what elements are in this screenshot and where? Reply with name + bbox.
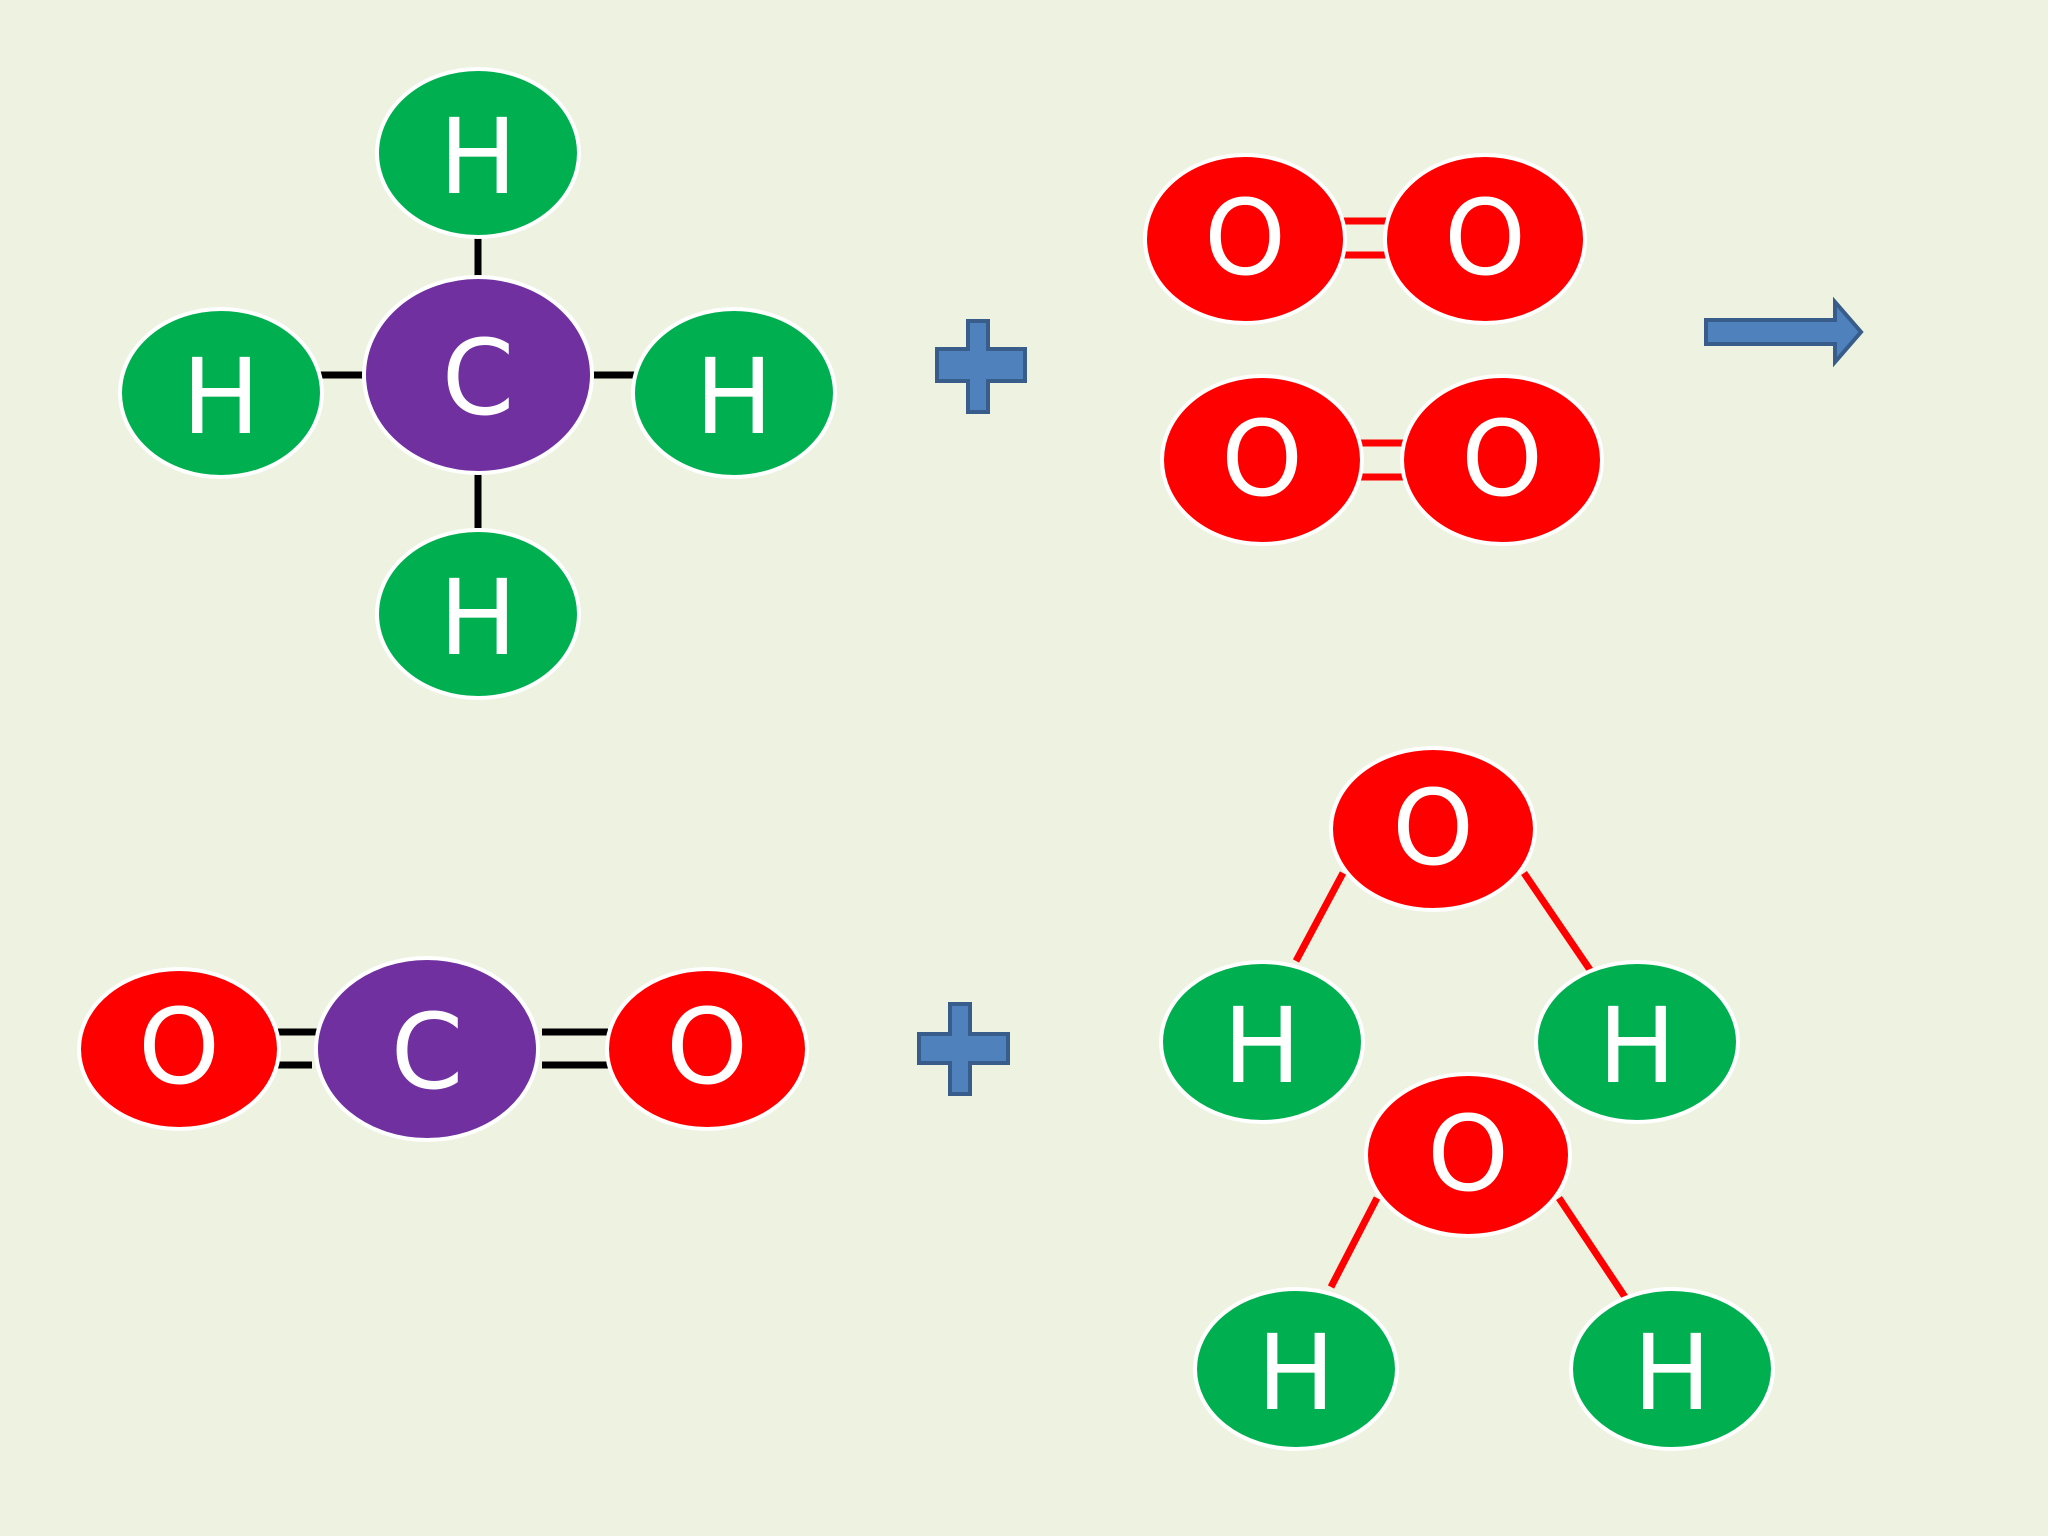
plus-icon-reactants — [935, 319, 1027, 414]
oxygen-atom-2-left: O — [1160, 374, 1364, 546]
water-1-right-bond — [1521, 871, 1602, 985]
carbon-atom-co2: C — [314, 956, 540, 1142]
oxygen-atom-water-2-shape — [1364, 1072, 1572, 1238]
hydrogen-atom-left: H — [118, 307, 324, 479]
plus-icon-reactants-shape — [935, 319, 1027, 414]
hydrogen-atom-bottom-shape — [375, 528, 581, 700]
hydrogen-atom-top-label: H — [439, 96, 517, 218]
oxygen-atom-1-left-shape — [1143, 153, 1347, 325]
oxygen-atom-water-2: O — [1364, 1072, 1572, 1238]
water-molecule-1: H H O — [1159, 746, 1740, 1124]
right-arrow-icon — [1704, 296, 1864, 368]
hydrogen-atom-water-2-right: H — [1569, 1287, 1775, 1451]
oxygen-atom-1-left-label: O — [1204, 177, 1286, 299]
oxygen-atom-co2-left: O — [77, 967, 281, 1131]
oxygen-atom-co2-right: O — [605, 967, 809, 1131]
oxygen-molecule-2: O O — [1160, 374, 1604, 546]
carbon-dioxide-molecule: O C O — [77, 956, 809, 1142]
hydrogen-atom-bottom-label: H — [439, 557, 517, 679]
hydrogen-atom-water-1-left: H — [1159, 960, 1365, 1124]
right-arrow-icon-shape — [1704, 296, 1864, 368]
carbon-atom-co2-shape — [314, 956, 540, 1142]
water-2-left-bond — [1327, 1196, 1381, 1289]
oxygen-atom-co2-left-label: O — [138, 986, 220, 1108]
hydrogen-atom-water-2-right-label: H — [1633, 1312, 1711, 1434]
hydrogen-atom-right: H — [631, 307, 837, 479]
water-1-left-bond — [1292, 871, 1347, 963]
hydrogen-atom-top-shape — [375, 67, 581, 239]
methane-molecule: H H H H C — [118, 67, 837, 700]
hydrogen-atom-water-2-right-shape — [1569, 1287, 1775, 1451]
oxygen-atom-2-left-shape — [1160, 374, 1364, 546]
hydrogen-atom-right-shape — [631, 307, 837, 479]
hydrogen-atom-right-label: H — [695, 336, 773, 458]
carbon-atom-methane-shape — [362, 275, 594, 475]
plus-icon-products-shape — [917, 1002, 1010, 1096]
oxygen-atom-2-left-label: O — [1221, 398, 1303, 520]
oxygen-atom-1-right: O — [1383, 153, 1587, 325]
hydrogen-atom-water-1-left-label: H — [1223, 985, 1301, 1107]
hydrogen-atom-water-2-left-label: H — [1257, 1312, 1335, 1434]
carbon-atom-methane: C — [362, 275, 594, 475]
plus-icon-products — [917, 1002, 1010, 1096]
hydrogen-atom-water-1-right: H — [1534, 960, 1740, 1124]
oxygen-atom-co2-right-label: O — [666, 986, 748, 1108]
oxygen-atom-water-1: O — [1329, 746, 1537, 912]
carbon-atom-methane-label: C — [442, 317, 515, 439]
oxygen-molecule-1: O O — [1143, 153, 1587, 325]
oxygen-atom-water-1-shape — [1329, 746, 1537, 912]
oxygen-atom-co2-left-shape — [77, 967, 281, 1131]
oxygen-atom-1-right-label: O — [1444, 177, 1526, 299]
hydrogen-atom-water-2-left: H — [1193, 1287, 1399, 1451]
water-molecule-2: H H O — [1193, 1072, 1775, 1451]
oxygen-atom-2-right-shape — [1400, 374, 1604, 546]
oxygen-atom-2-right-label: O — [1461, 398, 1543, 520]
hydrogen-atom-left-shape — [118, 307, 324, 479]
hydrogen-atom-water-1-right-shape — [1534, 960, 1740, 1124]
oxygen-atom-1-left: O — [1143, 153, 1347, 325]
hydrogen-atom-bottom: H — [375, 528, 581, 700]
oxygen-atom-water-2-label: O — [1427, 1093, 1509, 1215]
oxygen-atom-water-1-label: O — [1392, 767, 1474, 889]
hydrogen-atom-top: H — [375, 67, 581, 239]
oxygen-atom-2-right: O — [1400, 374, 1604, 546]
hydrogen-atom-water-2-left-shape — [1193, 1287, 1399, 1451]
oxygen-atom-1-right-shape — [1383, 153, 1587, 325]
hydrogen-atom-water-1-right-label: H — [1598, 985, 1676, 1107]
hydrogen-atom-water-1-left-shape — [1159, 960, 1365, 1124]
hydrogen-atom-left-label: H — [182, 336, 260, 458]
oxygen-atom-co2-right-shape — [605, 967, 809, 1131]
carbon-atom-co2-label: C — [391, 991, 464, 1113]
water-2-right-bond — [1556, 1196, 1636, 1311]
